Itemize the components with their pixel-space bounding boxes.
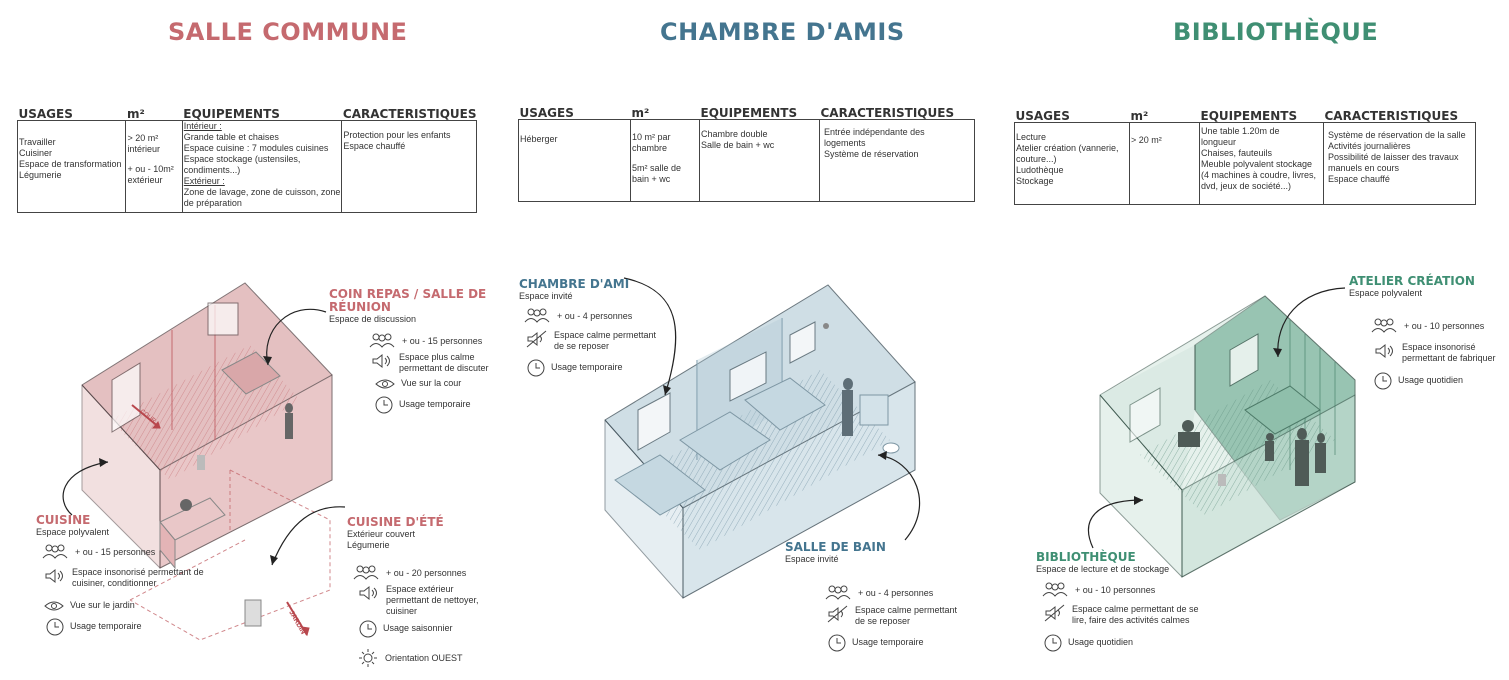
header-equipements: EQUIPEMENTS xyxy=(700,106,798,120)
header-usages: USAGES xyxy=(18,107,73,121)
cuisine-usage: Usage temporaire xyxy=(46,618,142,636)
speaker-icon xyxy=(372,353,390,369)
chambre-ami-usage: Usage temporaire xyxy=(527,359,623,377)
salle-de-bain-usage: Usage temporaire xyxy=(828,634,924,652)
caracteristiques-cell: Système de réservation de la salle Activ… xyxy=(1323,122,1476,205)
clock-icon xyxy=(359,620,377,638)
muted-speaker-icon xyxy=(1044,604,1065,622)
group-icon xyxy=(825,585,851,600)
cuisine-ete-label: CUISINE D'ÉTÉ Extérieur couvert Légumeri… xyxy=(347,515,444,551)
header-equipements: EQUIPEMENTS xyxy=(1200,109,1298,123)
speaker-icon xyxy=(45,568,63,584)
header-caracteristiques: CARACTERISTIQUES xyxy=(1324,109,1459,123)
eye-icon xyxy=(375,379,395,389)
coin-repas-capacity: + ou - 15 personnes xyxy=(368,332,482,348)
speaker-icon xyxy=(1375,343,1393,359)
cuisine-ete-usage: Usage saisonnier xyxy=(359,620,453,638)
clock-icon xyxy=(1044,634,1062,652)
m2-cell: > 20 m² xyxy=(1129,122,1200,205)
leader-arrows xyxy=(62,277,1346,566)
clock-icon xyxy=(375,396,393,414)
salle-commune-title: SALLE COMMUNE xyxy=(168,18,408,46)
chambre-ami-capacity: + ou - 4 personnes xyxy=(523,307,632,323)
equipements-cell: Intérieur : Grande table et chaises Espa… xyxy=(181,120,343,213)
bibliotheque-capacity: + ou - 10 personnes xyxy=(1041,581,1155,597)
salle-commune-drawing: COUR JARDIN xyxy=(81,282,333,641)
group-icon xyxy=(369,333,395,348)
bibliotheque-drawing xyxy=(1099,295,1356,578)
cuisine-view: Vue sur le jardin xyxy=(44,600,135,612)
bibliotheque-title: BIBLIOTHÈQUE xyxy=(1173,18,1379,46)
usages-cell: Travailler Cuisiner Espace de transforma… xyxy=(16,120,127,213)
header-usages: USAGES xyxy=(519,106,574,120)
clock-icon xyxy=(46,618,64,636)
chambre-amis-title: CHAMBRE D'AMIS xyxy=(660,18,905,46)
clock-icon xyxy=(527,359,545,377)
cuisine-capacity: + ou - 15 personnes xyxy=(41,543,155,559)
atelier-capacity: + ou - 10 personnes xyxy=(1370,317,1484,333)
clock-icon xyxy=(828,634,846,652)
caracteristiques-cell: Protection pour les enfants Espace chauf… xyxy=(341,120,477,213)
m2-cell: 10 m² par chambre 5m² salle de bain + wc xyxy=(630,119,700,202)
salle-commune-table: USAGES m² EQUIPEMENTS CARACTERISTIQUES T… xyxy=(16,106,477,213)
eye-icon xyxy=(44,601,64,611)
header-usages: USAGES xyxy=(1015,109,1070,123)
coin-repas-usage: Usage temporaire xyxy=(375,396,471,414)
jardin-arrow-label: JARDIN xyxy=(287,610,306,636)
coin-repas-view: Vue sur la cour xyxy=(375,378,461,390)
chambre-amis-drawing xyxy=(604,284,916,599)
atelier-usage: Usage quotidien xyxy=(1374,372,1463,390)
header-caracteristiques: CARACTERISTIQUES xyxy=(342,107,477,121)
header-caracteristiques: CARACTERISTIQUES xyxy=(820,106,955,120)
equipements-cell: Une table 1.20m de longueur Chaises, fau… xyxy=(1199,122,1324,205)
header-m2: m² xyxy=(126,107,145,121)
sun-icon xyxy=(359,649,377,667)
group-icon xyxy=(353,565,379,580)
usages-cell: Lecture Atelier création (vannerie, cout… xyxy=(1014,122,1130,205)
usages-cell: Héberger xyxy=(518,119,631,202)
cuisine-ete-capacity: + ou - 20 personnes xyxy=(352,564,466,580)
atelier-creation-label: ATELIER CRÉATION Espace polyvalent xyxy=(1349,274,1475,299)
muted-speaker-icon xyxy=(827,605,848,623)
salle-de-bain-label: SALLE DE BAIN Espace invité xyxy=(785,540,886,565)
clock-icon xyxy=(1374,372,1392,390)
header-m2: m² xyxy=(1130,109,1149,123)
speaker-icon xyxy=(359,585,377,601)
group-icon xyxy=(1371,318,1397,333)
bibliotheque-space-label: BIBLIOTHÈQUE Espace de lecture et de sto… xyxy=(1036,550,1170,575)
chambre-amis-table: USAGES m² EQUIPEMENTS CARACTERISTIQUES H… xyxy=(518,105,975,202)
group-icon xyxy=(524,308,550,323)
coin-repas-label: COIN REPAS / SALLE DE RÉUNION Espace de … xyxy=(329,287,487,325)
bibliotheque-usage: Usage quotidien xyxy=(1044,634,1133,652)
cuisine-label: CUISINE Espace polyvalent xyxy=(36,513,110,538)
caracteristiques-cell: Entrée indépendante des logements Systèm… xyxy=(819,119,975,202)
header-equipements: EQUIPEMENTS xyxy=(183,107,280,121)
m2-cell: > 20 m² intérieur + ou - 10m² extérieur xyxy=(125,120,183,213)
group-icon xyxy=(42,544,68,559)
header-m2: m² xyxy=(631,106,650,120)
salle-de-bain-capacity: + ou - 4 personnes xyxy=(824,584,933,600)
chambre-ami-label: CHAMBRE D'AMI Espace invité xyxy=(519,277,630,302)
bibliotheque-table: USAGES m² EQUIPEMENTS CARACTERISTIQUES L… xyxy=(1014,108,1476,205)
group-icon xyxy=(1042,582,1068,597)
muted-speaker-icon xyxy=(526,330,547,348)
cuisine-ete-orientation: Orientation OUEST xyxy=(357,648,463,668)
